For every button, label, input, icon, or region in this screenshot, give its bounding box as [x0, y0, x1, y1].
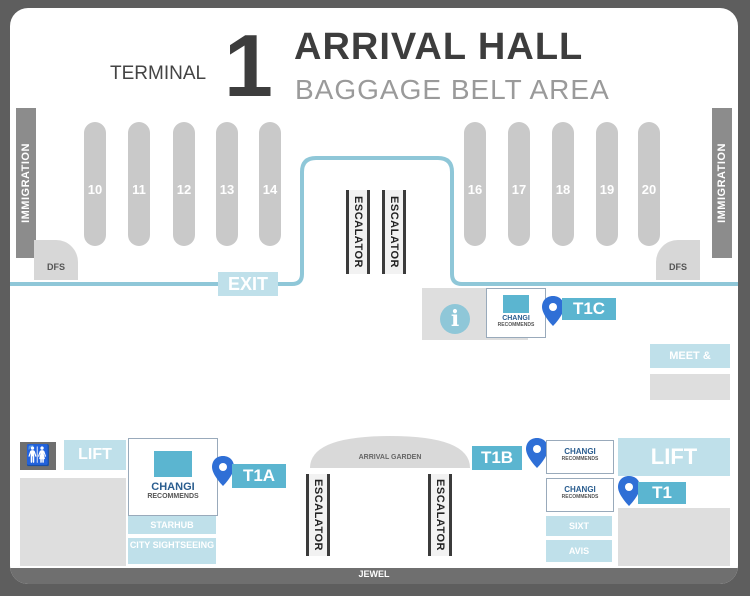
- location-pin-icon[interactable]: [618, 476, 640, 506]
- belt-number: 18: [555, 182, 571, 197]
- baggage-belt: 16: [464, 122, 486, 246]
- baggage-belt: 12: [173, 122, 195, 246]
- arrival-garden-label: ARRIVAL GARDEN: [358, 454, 422, 461]
- t1a-label: T1A: [232, 464, 286, 488]
- baggage-belt: 20: [638, 122, 660, 246]
- changi-brand: CHANGI: [151, 481, 195, 493]
- changi-brand: CHANGI: [564, 485, 596, 494]
- changi-brand: CHANGI: [502, 315, 530, 322]
- baggage-belt: 18: [552, 122, 574, 246]
- changi-recommends-counter[interactable]: CHANGI RECOMMENDS: [546, 440, 614, 474]
- location-pin-icon[interactable]: [542, 296, 564, 326]
- escalator-label: ESCALATOR: [388, 196, 400, 268]
- information-icon[interactable]: i: [440, 304, 470, 334]
- baggage-belt: 11: [128, 122, 150, 246]
- baggage-belt: 10: [84, 122, 106, 246]
- escalator: ESCALATOR: [346, 190, 370, 274]
- right-service-area: [618, 508, 730, 566]
- changi-tagline: RECOMMENDS: [561, 456, 599, 462]
- escalator-label: ESCALATOR: [434, 479, 446, 551]
- changi-recommends-counter[interactable]: CHANGI RECOMMENDS: [128, 438, 218, 516]
- escalator-label: ESCALATOR: [352, 196, 364, 268]
- location-pin-icon[interactable]: [212, 456, 234, 486]
- exit-sign: EXIT: [218, 272, 278, 296]
- escalator: ESCALATOR: [382, 190, 406, 274]
- belt-number: 13: [219, 182, 235, 197]
- restroom-icon[interactable]: 🚻: [20, 442, 56, 470]
- meet-greet-area: [650, 374, 730, 400]
- dfs-left: DFS: [34, 240, 78, 280]
- baggage-belt: 13: [216, 122, 238, 246]
- changi-brand: CHANGI: [564, 447, 596, 456]
- t1b-label: T1B: [472, 446, 522, 470]
- gift-icon: [154, 451, 192, 477]
- left-service-area: [20, 478, 126, 566]
- changi-tagline: RECOMMENDS: [147, 493, 199, 500]
- baggage-belt: 14: [259, 122, 281, 246]
- t1c-label: T1C: [562, 298, 616, 320]
- lift-left: LIFT: [64, 440, 126, 470]
- changi-recommends-counter[interactable]: CHANGI RECOMMENDS: [546, 478, 614, 512]
- immigration-right: IMMIGRATION: [712, 108, 732, 258]
- location-pin-icon[interactable]: [526, 438, 548, 468]
- gift-icon: [503, 295, 529, 313]
- terminal-number: 1: [224, 16, 273, 115]
- belt-number: 17: [511, 182, 527, 197]
- baggage-belt: 17: [508, 122, 530, 246]
- belt-number: 14: [262, 182, 278, 197]
- baggage-belt: 19: [596, 122, 618, 246]
- belt-number: 19: [599, 182, 615, 197]
- dfs-right-label: DFS: [669, 262, 687, 272]
- belt-number: 12: [176, 182, 192, 197]
- starhub-counter[interactable]: STARHUB: [128, 516, 216, 534]
- meet-greet-sign: MEET & GREET: [650, 344, 730, 386]
- jewel-label: JEWEL: [358, 569, 390, 579]
- dfs-right: DFS: [656, 240, 700, 280]
- sixt-counter[interactable]: SIXT: [546, 516, 612, 536]
- changi-tagline: RECOMMENDS: [561, 494, 599, 500]
- belt-number: 10: [87, 182, 103, 197]
- belt-number: 20: [641, 182, 657, 197]
- changi-recommends-counter[interactable]: CHANGI RECOMMENDS: [486, 288, 546, 338]
- hall-boundary-line: [10, 156, 738, 584]
- page-title: ARRIVAL HALL: [294, 26, 584, 68]
- dfs-left-label: DFS: [47, 262, 65, 272]
- escalator-label: ESCALATOR: [312, 479, 324, 551]
- city-sightseeing-counter[interactable]: CITY SIGHTSEEING: [128, 538, 216, 564]
- escalator: ESCALATOR: [306, 474, 330, 556]
- immigration-left: IMMIGRATION: [16, 108, 36, 258]
- page-subtitle: BAGGAGE BELT AREA: [295, 74, 610, 105]
- terminal-map: TERMINAL 1 ARRIVAL HALL BAGGAGE BELT ARE…: [10, 8, 738, 584]
- changi-tagline: RECOMMENDS: [497, 322, 535, 328]
- terminal-label: TERMINAL: [110, 63, 207, 84]
- belt-number: 16: [467, 182, 483, 197]
- avis-counter[interactable]: AVIS: [546, 540, 612, 562]
- belt-number: 11: [132, 182, 146, 197]
- t1-label: T1: [638, 482, 686, 504]
- lift-right: LIFT: [618, 438, 730, 476]
- escalator: ESCALATOR: [428, 474, 452, 556]
